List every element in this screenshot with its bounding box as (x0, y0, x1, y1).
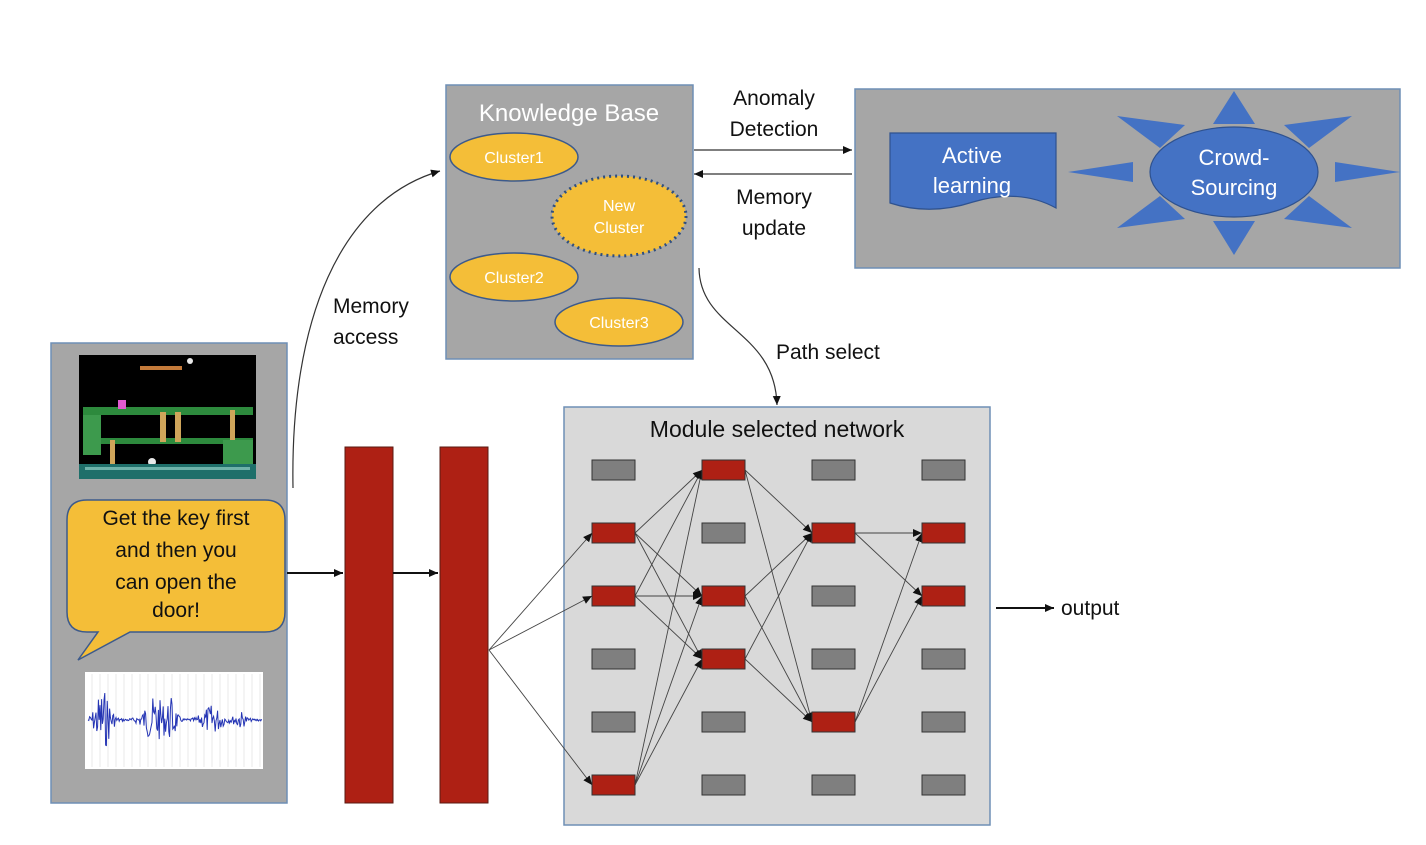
speech-bubble: Get the key first and then you can open … (66, 499, 286, 661)
feedback-panel: Active learning Crowd- Sourcing (854, 88, 1401, 269)
module-inactive (921, 711, 966, 733)
speech-bubble-line1: Get the key first (102, 507, 249, 530)
module-connection (634, 469, 703, 597)
module-inactive (811, 774, 856, 796)
memory-update-label-line2: update (742, 217, 806, 240)
speech-bubble-line4: door! (152, 599, 200, 622)
anomaly-detection-label-line1: Anomaly (733, 87, 815, 110)
encoder-block-1 (344, 446, 394, 804)
active-learning-shape: Active learning (889, 132, 1057, 210)
memory-access-arrow (292, 169, 441, 489)
path-select-label: Path select (776, 341, 880, 364)
module-connection (634, 658, 703, 786)
module-active (701, 648, 746, 670)
module-connection (488, 595, 593, 651)
active-learning-label-line2: learning (933, 173, 1011, 198)
module-connection (744, 595, 813, 723)
module-inactive (811, 459, 856, 481)
module-network-edges (488, 469, 923, 786)
new-cluster-label-line2: Cluster (594, 220, 645, 237)
module-active (921, 522, 966, 544)
module-connection (854, 532, 923, 597)
module-inactive (701, 774, 746, 796)
module-inactive (591, 459, 636, 481)
new-cluster: New Cluster (550, 174, 688, 258)
audio-waveform-image (85, 672, 263, 769)
module-connection (634, 595, 703, 786)
output-label: output (1061, 597, 1120, 620)
module-connection (744, 658, 813, 723)
speech-bubble-line3: can open the (115, 571, 236, 594)
encoder-block-2 (439, 446, 489, 804)
module-connection (634, 532, 703, 597)
module-connection (744, 469, 813, 534)
memory-access-label-line1: Memory (333, 295, 409, 318)
module-network-title: Module selected network (650, 416, 905, 442)
knowledge-base-title: Knowledge Base (479, 100, 659, 127)
module-active (921, 585, 966, 607)
module-inactive (811, 648, 856, 670)
module-connection (854, 532, 923, 723)
crowd-sourcing-label-line2: Sourcing (1191, 175, 1278, 200)
module-active (811, 522, 856, 544)
module-inactive (701, 711, 746, 733)
module-connection (744, 532, 813, 660)
module-connection (634, 469, 705, 786)
memory-access-label-line2: access (333, 326, 398, 349)
cluster-1-label: Cluster1 (484, 150, 544, 167)
module-network-panel: Module selected network (488, 406, 991, 826)
module-inactive (701, 522, 746, 544)
module-active (811, 711, 856, 733)
cluster-2: Cluster2 (449, 252, 579, 302)
new-cluster-label-line1: New (603, 198, 635, 215)
module-active (591, 522, 636, 544)
crowd-sourcing-label-line1: Crowd- (1199, 145, 1270, 170)
module-connection (488, 532, 593, 651)
knowledge-base-panel: Knowledge Base Cluster1 New Cluster Clus… (445, 84, 694, 360)
module-active (591, 585, 636, 607)
anomaly-detection-label-line2: Detection (730, 118, 819, 141)
module-active (701, 585, 746, 607)
memory-update-label-line1: Memory (736, 186, 812, 209)
path-select-arrow (698, 267, 781, 406)
module-connection (744, 532, 813, 597)
module-connection (854, 595, 923, 723)
game-screenshot-image (79, 355, 256, 479)
module-inactive (921, 648, 966, 670)
module-inactive (811, 585, 856, 607)
module-inactive (591, 648, 636, 670)
module-inactive (591, 711, 636, 733)
module-active (701, 459, 746, 481)
module-network-grid (591, 459, 966, 796)
cluster-3-label: Cluster3 (589, 315, 649, 332)
module-inactive (921, 459, 966, 481)
module-inactive (921, 774, 966, 796)
input-panel: Get the key first and then you can open … (50, 342, 288, 804)
module-connection (488, 649, 593, 786)
active-learning-label-line1: Active (942, 143, 1002, 168)
speech-bubble-line2: and then you (115, 539, 236, 562)
cluster-1: Cluster1 (449, 132, 579, 182)
module-connection (634, 469, 703, 534)
module-active (591, 774, 636, 796)
cluster-2-label: Cluster2 (484, 270, 544, 287)
crowd-sourcing-sun: Crowd- Sourcing (1068, 91, 1400, 255)
cluster-3: Cluster3 (554, 297, 684, 347)
